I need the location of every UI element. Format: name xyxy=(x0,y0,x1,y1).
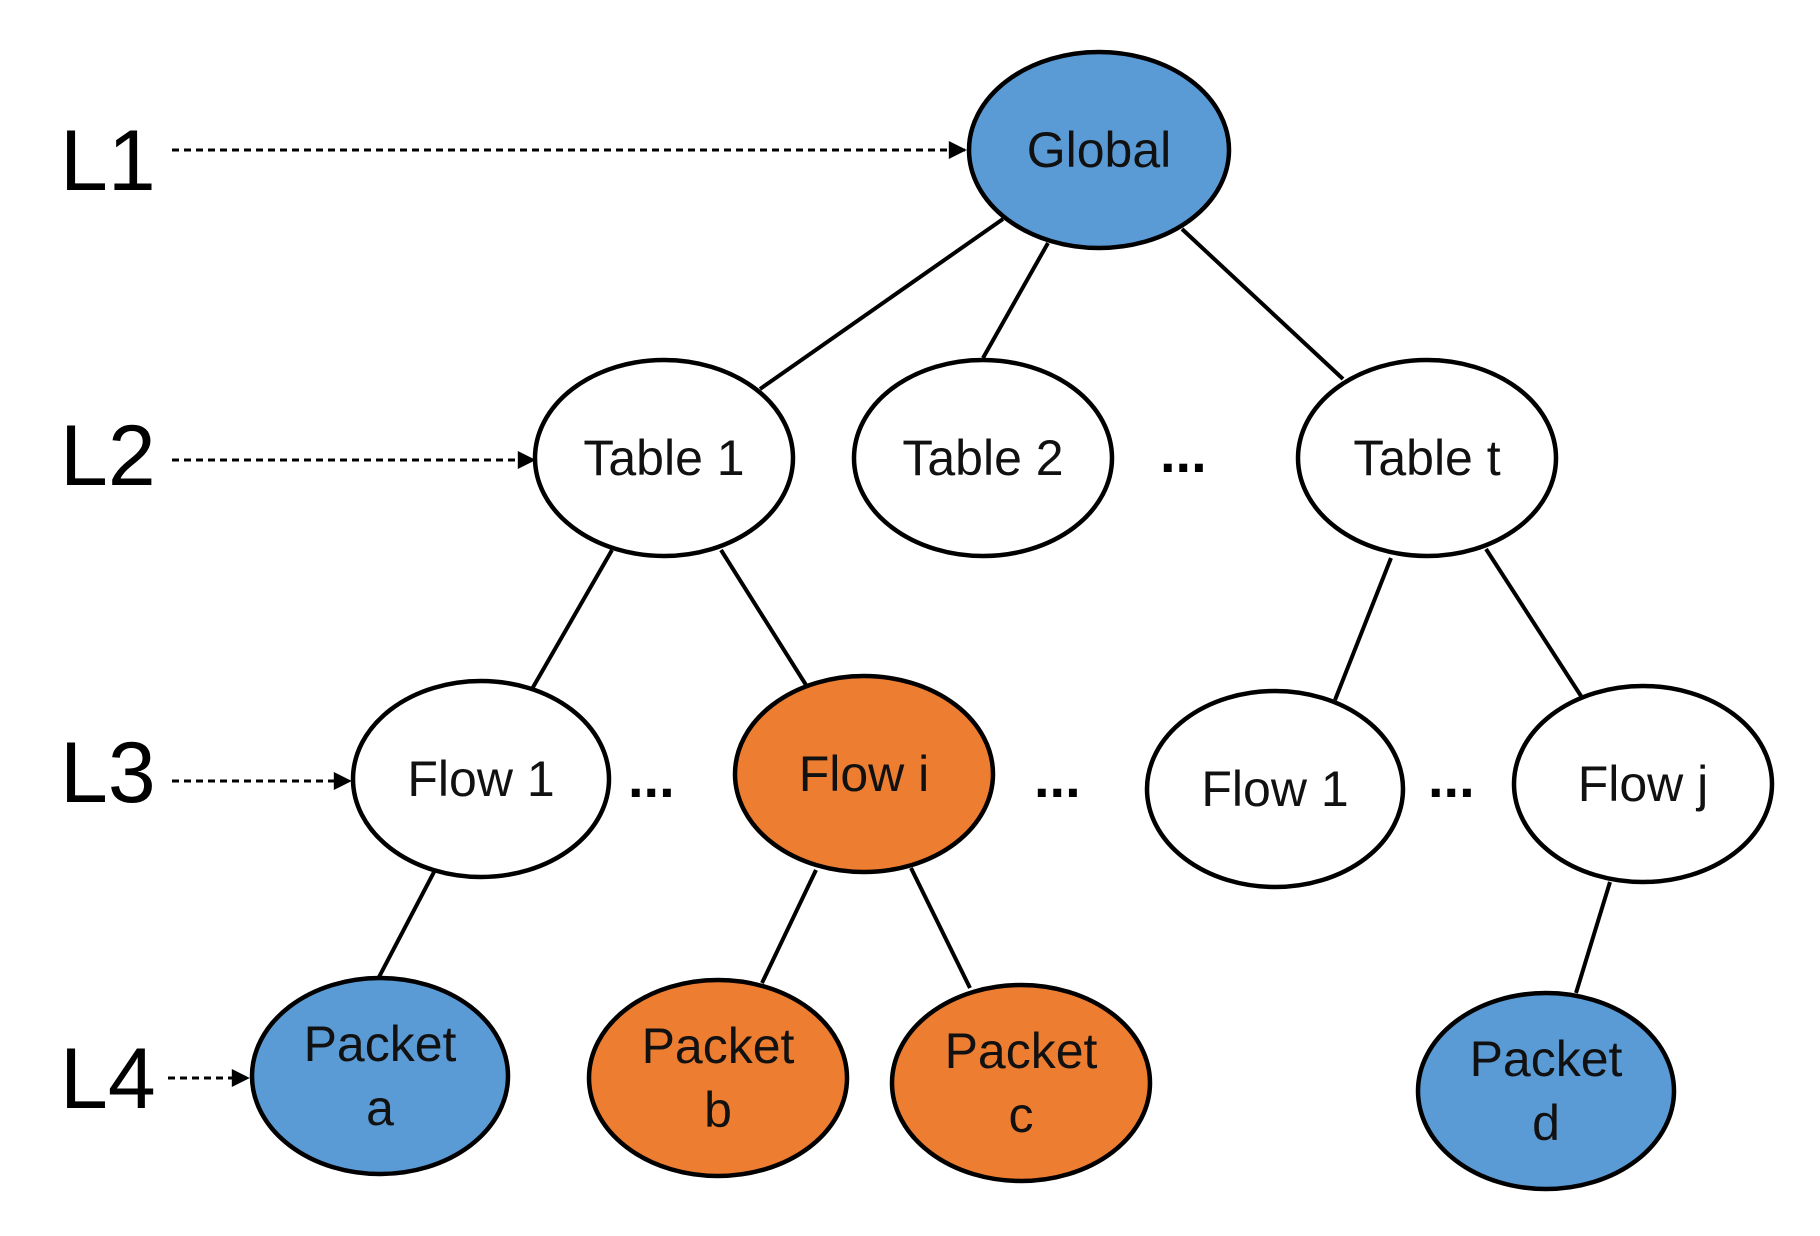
node-flow-1-left-shape xyxy=(350,678,612,880)
node-flow-j-shape xyxy=(1511,683,1775,885)
node-table-1-shape xyxy=(532,357,796,559)
node-global: Global xyxy=(966,49,1232,251)
edge-flowi-packetc xyxy=(909,867,972,989)
node-table-2-label-1: Table 2 xyxy=(902,430,1063,486)
node-packet-d: Packet d xyxy=(1415,990,1677,1192)
level-arrows xyxy=(168,141,967,1087)
node-packet-c-label-2: c xyxy=(1009,1087,1034,1143)
node-flow-1-right: Flow 1 xyxy=(1144,688,1406,890)
node-flow-j: Flow j xyxy=(1511,683,1775,885)
node-table-2-shape xyxy=(851,357,1115,559)
node-global-shape xyxy=(966,49,1232,251)
ellipsis-flows-2: ... xyxy=(1034,746,1081,809)
node-flow-1-left: Flow 1 xyxy=(350,678,612,880)
node-packet-a: Packet a xyxy=(249,975,511,1177)
edge-tablet-flow1b xyxy=(1333,557,1393,701)
edge-global-tablet xyxy=(1180,227,1345,381)
ellipsis-flows-1: ... xyxy=(628,746,675,809)
level-labels: L1 L2 L3 L4 xyxy=(60,113,156,1127)
tree-nodes: Global Table 1 Table 2 Table t Flow 1 Fl… xyxy=(249,49,1775,1192)
node-flow-1-right-label-1: Flow 1 xyxy=(1201,761,1348,817)
node-packet-b: Packet b xyxy=(586,977,850,1179)
node-packet-b-label-2: b xyxy=(704,1082,732,1138)
node-packet-d-shape xyxy=(1415,990,1677,1192)
edge-flowi-packetb xyxy=(760,869,818,984)
edge-flowj-packetd xyxy=(1574,881,1612,994)
node-packet-a-shape xyxy=(249,975,511,1177)
ellipsis-flows-3: ... xyxy=(1428,746,1475,809)
node-packet-a-label-1: Packet xyxy=(304,1016,457,1072)
node-flow-j-label-1: Flow j xyxy=(1578,756,1709,812)
node-table-1-label-1: Table 1 xyxy=(583,430,744,486)
ellipsis-tables: ... xyxy=(1160,421,1207,484)
level-label-l3: L3 xyxy=(60,725,156,821)
node-table-t-shape xyxy=(1295,357,1559,559)
node-table-t-label-1: Table t xyxy=(1353,430,1500,486)
node-table-1: Table 1 xyxy=(532,357,796,559)
node-packet-d-label-1: Packet xyxy=(1470,1031,1623,1087)
level-label-l1: L1 xyxy=(60,113,156,209)
node-flow-1-right-shape xyxy=(1144,688,1406,890)
ellipsis-markers: ... ... ... ... xyxy=(628,421,1475,809)
level-label-l4: L4 xyxy=(60,1031,156,1127)
node-packet-b-shape xyxy=(586,977,850,1179)
node-flow-i-label-1: Flow i xyxy=(799,746,930,802)
edge-table1-flow1a xyxy=(530,549,614,690)
node-flow-1-left-label-1: Flow 1 xyxy=(407,751,554,807)
node-packet-c: Packet c xyxy=(889,982,1153,1184)
edge-tablet-flowj xyxy=(1484,547,1583,698)
edge-table1-flowi xyxy=(719,548,808,687)
node-table-2: Table 2 xyxy=(851,357,1115,559)
node-global-label-1: Global xyxy=(1027,122,1172,178)
node-flow-i: Flow i xyxy=(732,673,996,875)
node-packet-c-label-1: Packet xyxy=(945,1023,1098,1079)
edge-global-table1 xyxy=(758,217,1005,391)
node-packet-a-label-2: a xyxy=(366,1080,394,1136)
edge-global-table2 xyxy=(981,242,1050,359)
edge-flow1a-packeta xyxy=(377,871,436,978)
tree-edges xyxy=(377,217,1612,994)
node-flow-i-shape xyxy=(732,673,996,875)
node-packet-d-label-2: d xyxy=(1532,1095,1560,1151)
node-table-t: Table t xyxy=(1295,357,1559,559)
node-packet-b-label-1: Packet xyxy=(642,1018,795,1074)
level-label-l2: L2 xyxy=(60,408,156,504)
node-packet-c-shape xyxy=(889,982,1153,1184)
